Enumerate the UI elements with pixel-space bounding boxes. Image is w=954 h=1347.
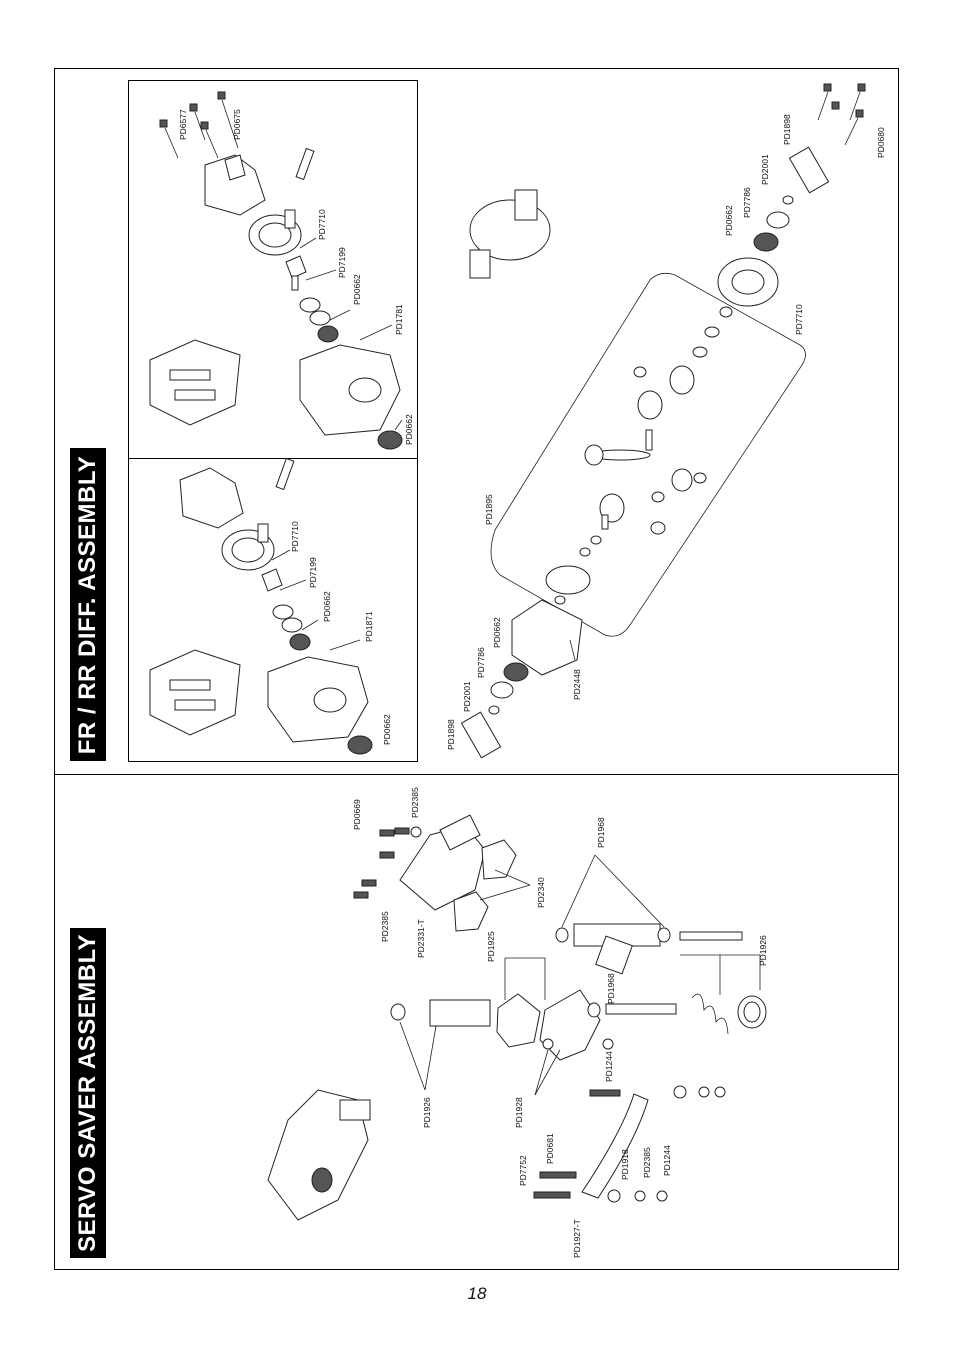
servo-post (429, 999, 491, 1027)
label-pd1926-a: PD1926 (758, 935, 768, 966)
page-frame (54, 68, 899, 1270)
diff-upper-inset-drawing (149, 91, 403, 450)
label-pd7710-a: PD7710 (317, 209, 327, 240)
label-pd7752: PD7752 (518, 1155, 528, 1186)
pinion-gear (285, 255, 307, 279)
label-pd1895: PD1895 (484, 494, 494, 525)
outdrive-bottom (460, 711, 502, 759)
label-pd1925: PD1925 (486, 931, 496, 962)
servo-block-a (481, 839, 517, 880)
label-pd2385-a: PD2385 (410, 787, 420, 818)
servo-saver-drawing (267, 814, 767, 1221)
label-pd2331t: PD2331-T (416, 919, 426, 958)
label-pd6577: PD6577 (178, 109, 188, 140)
label-pd7710-b: PD7710 (290, 521, 300, 552)
drag-link (581, 1093, 649, 1199)
label-pd2448: PD2448 (572, 669, 582, 700)
label-pd2001-a: PD2001 (760, 154, 770, 185)
servo-shaft (679, 931, 743, 941)
part-labels: PD6577 PD0675 PD7710 PD7199 PD0662 PD178… (178, 109, 886, 1258)
diff-inset-divider (128, 458, 418, 459)
label-pd1928: PD1928 (514, 1097, 524, 1128)
label-pd0662-b: PD0662 (404, 414, 414, 445)
label-pd0680: PD0680 (876, 127, 886, 158)
outdrive-top (788, 146, 830, 194)
page-number: 18 (467, 1284, 487, 1303)
label-pd1244-a: PD1244 (604, 1051, 614, 1082)
servo-block-b (453, 891, 489, 932)
section-divider (54, 774, 899, 775)
diff-case (511, 599, 583, 676)
label-pd2385-b: PD2385 (380, 911, 390, 942)
label-pd1871: PD1871 (364, 611, 374, 642)
diff-lower-inset-drawing (149, 457, 373, 755)
label-pd2001-b: PD2001 (462, 681, 472, 712)
label-pd0662-c: PD0662 (322, 591, 332, 622)
diff-section-banner: FR / RR DIFF. ASSEMBLY (70, 448, 106, 761)
label-pd1926-b: PD1926 (422, 1097, 432, 1128)
label-pd1781: PD1781 (394, 304, 404, 335)
label-pd1244-b: PD1244 (662, 1145, 672, 1176)
diff-internals-outline (490, 272, 806, 637)
label-pd1927t: PD1927-T (572, 1219, 582, 1258)
diff-assembled-view-2 (149, 649, 241, 736)
label-pd0662-e: PD0662 (724, 205, 734, 236)
diff-housing-top (204, 154, 266, 216)
label-pd1898-a: PD1898 (782, 114, 792, 145)
label-pd7199-b: PD7199 (308, 557, 318, 588)
diff-inset-box (128, 80, 418, 762)
diff-main-drawing (460, 83, 866, 759)
label-pd0662-d: PD0662 (382, 714, 392, 745)
label-pd0662-f: PD0662 (492, 617, 502, 648)
label-pd1918: PD1918 (620, 1149, 630, 1180)
servo-arm-a (496, 993, 541, 1048)
label-pd7710-c: PD7710 (794, 304, 804, 335)
label-pd7786-b: PD7786 (476, 647, 486, 678)
diff-housing-top-2 (179, 467, 244, 529)
label-pd2385-c: PD2385 (642, 1147, 652, 1178)
label-pd0669: PD0669 (352, 799, 362, 830)
label-pd0675: PD0675 (232, 109, 242, 140)
label-pd7199-a: PD7199 (337, 247, 347, 278)
label-pd2340: PD2340 (536, 877, 546, 908)
label-pd0662-a: PD0662 (352, 274, 362, 305)
servo-spring (691, 993, 729, 1035)
label-pd7786-a: PD7786 (742, 187, 752, 218)
servo-arm-b (539, 989, 601, 1061)
servo-section-banner: SERVO SAVER ASSEMBLY (70, 928, 106, 1258)
label-pd1968-b: PD1968 (606, 973, 616, 1004)
diff-assembled-view (149, 339, 241, 426)
label-pd0681: PD0681 (545, 1133, 555, 1164)
label-pd1898-b: PD1898 (446, 719, 456, 750)
screw-group (159, 91, 239, 159)
label-pd1968-a: PD1968 (596, 817, 606, 848)
